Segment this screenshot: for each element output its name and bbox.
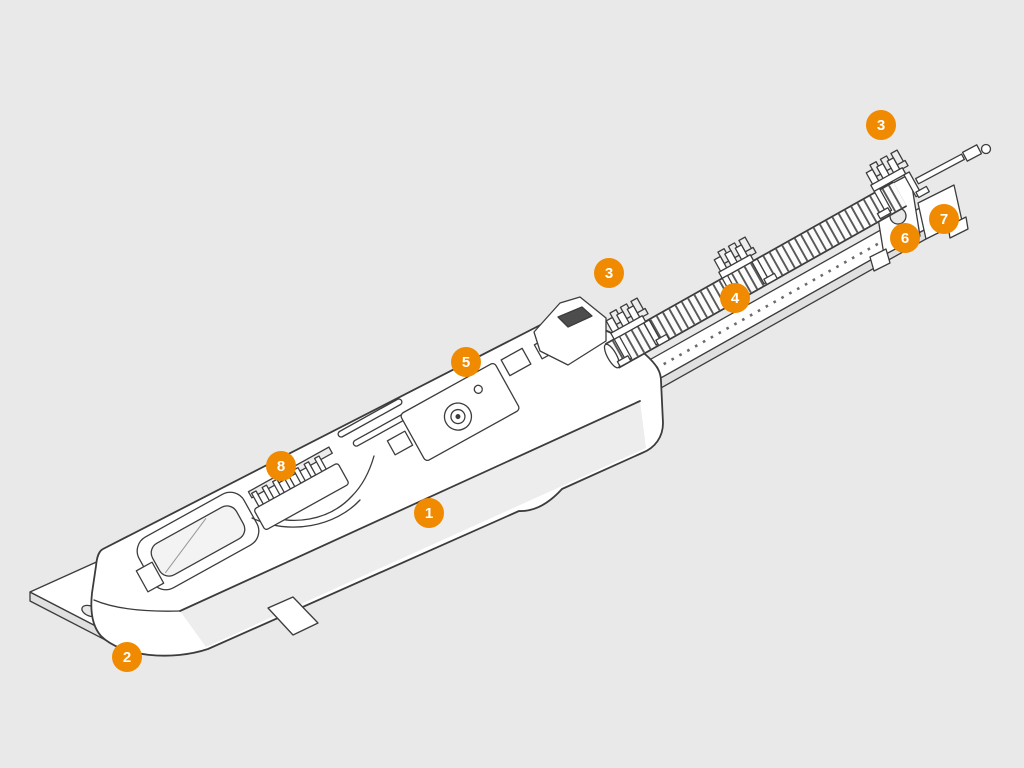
callout-badge-5[interactable]: 5 bbox=[451, 347, 481, 377]
coil-spring bbox=[603, 181, 908, 369]
callout-badge-3b[interactable]: 3 bbox=[866, 110, 896, 140]
piston-rod bbox=[914, 143, 992, 185]
guide-tower bbox=[533, 296, 607, 366]
callout-badge-4[interactable]: 4 bbox=[720, 283, 750, 313]
callout-badge-3a[interactable]: 3 bbox=[594, 258, 624, 288]
callout-badge-7[interactable]: 7 bbox=[929, 204, 959, 234]
callout-badge-6[interactable]: 6 bbox=[890, 223, 920, 253]
callout-badge-2[interactable]: 2 bbox=[112, 642, 142, 672]
handle-tab bbox=[135, 561, 165, 593]
callout-badge-8[interactable]: 8 bbox=[266, 451, 296, 481]
guide-rods bbox=[337, 398, 414, 456]
adjustment-board bbox=[400, 362, 520, 462]
callout-badge-1[interactable]: 1 bbox=[414, 498, 444, 528]
main-housing bbox=[90, 316, 664, 657]
